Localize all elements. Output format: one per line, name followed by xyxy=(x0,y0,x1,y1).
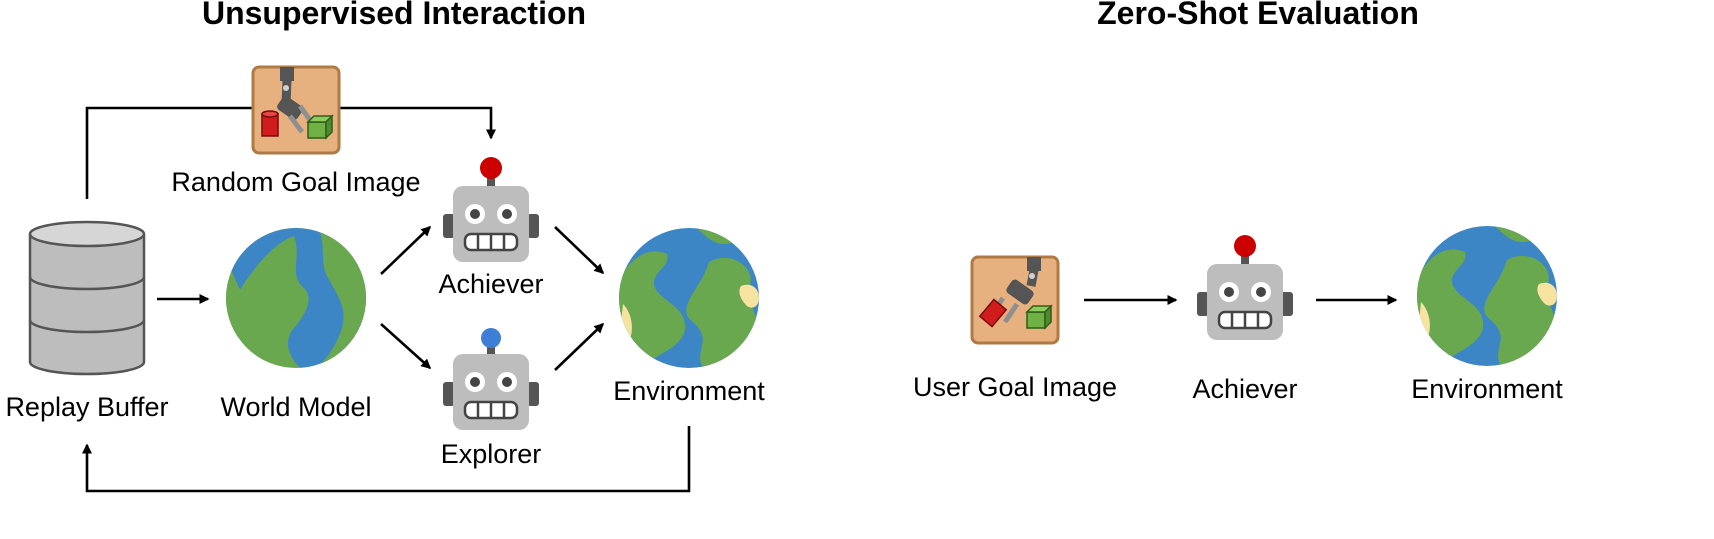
label-eval-environment: Environment xyxy=(1411,374,1563,404)
label-explorer: Explorer xyxy=(441,439,542,469)
label-achiever: Achiever xyxy=(438,269,543,299)
arrow-world-model-to-achiever xyxy=(380,225,432,275)
database-icon xyxy=(28,220,146,376)
earth-icon xyxy=(619,228,759,368)
section-title-unsupervised: Unsupervised Interaction xyxy=(202,0,586,31)
label-replay-buffer: Replay Buffer xyxy=(5,392,168,422)
world-model-globe-icon xyxy=(226,228,366,368)
robot-icon xyxy=(441,328,541,432)
arrow-world-model-to-explorer xyxy=(380,323,432,370)
section-title-zero-shot: Zero-Shot Evaluation xyxy=(1097,0,1419,31)
goal-image-robot-arm-icon xyxy=(970,255,1060,345)
goal-image-robot-arm-icon xyxy=(251,65,341,155)
arrow-explorer-to-environment xyxy=(554,322,605,371)
earth-icon xyxy=(1417,226,1557,366)
label-world-model: World Model xyxy=(220,392,371,422)
label-eval-achiever: Achiever xyxy=(1192,374,1297,404)
label-random-goal-image: Random Goal Image xyxy=(171,167,420,197)
robot-icon xyxy=(441,157,541,264)
arrow-environment-to-buffer xyxy=(82,426,691,493)
label-user-goal-image: User Goal Image xyxy=(913,372,1117,402)
robot-icon xyxy=(1195,235,1295,342)
arrow-achiever-to-environment xyxy=(554,226,605,275)
label-environment: Environment xyxy=(613,376,765,406)
